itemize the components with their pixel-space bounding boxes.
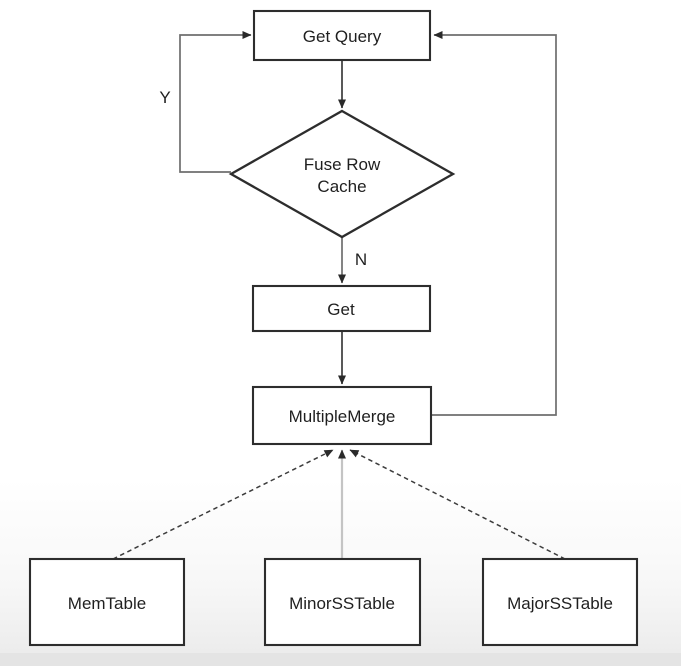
multiple-merge-node: MultipleMerge [251, 385, 433, 446]
major-sstable-box [481, 557, 639, 647]
mem-table-label: MemTable [68, 594, 146, 613]
get-node: Get [251, 284, 432, 333]
minor-sstable-label: MinorSSTable [289, 594, 395, 613]
get-label: Get [327, 300, 355, 319]
fuse-row-cache-label-line1: Fuse Row [304, 155, 381, 174]
minor-sstable-box [263, 557, 422, 647]
multiple-merge-label: MultipleMerge [289, 407, 396, 426]
major-sstable-node: MajorSSTable [481, 557, 639, 647]
mem-table-box [28, 557, 186, 647]
yes-branch-label: Y [159, 88, 170, 107]
multiple-merge-box [251, 385, 433, 446]
get-query-box [252, 9, 432, 62]
major-sstable-label: MajorSSTable [507, 594, 613, 613]
minor-sstable-node: MinorSSTable [263, 557, 422, 647]
fuse-row-cache-diamond [228, 109, 456, 239]
edge-memtable-to-multiplemerge [112, 449, 334, 560]
fuse-row-cache-label-line2: Cache [317, 177, 366, 196]
get-query-node: Get Query [252, 9, 432, 62]
fuse-row-cache-decision: Fuse Row Cache [228, 109, 456, 239]
get-box [251, 284, 432, 333]
edge-cache-yes-loop [179, 31, 252, 173]
get-query-label: Get Query [303, 27, 382, 46]
edge-multiplemerge-to-getquery [431, 31, 557, 416]
mem-table-node: MemTable [28, 557, 186, 647]
no-branch-label: N [355, 250, 367, 269]
edge-majorsstable-to-multiplemerge [349, 449, 566, 560]
bottom-letterbox-strip [0, 653, 681, 666]
